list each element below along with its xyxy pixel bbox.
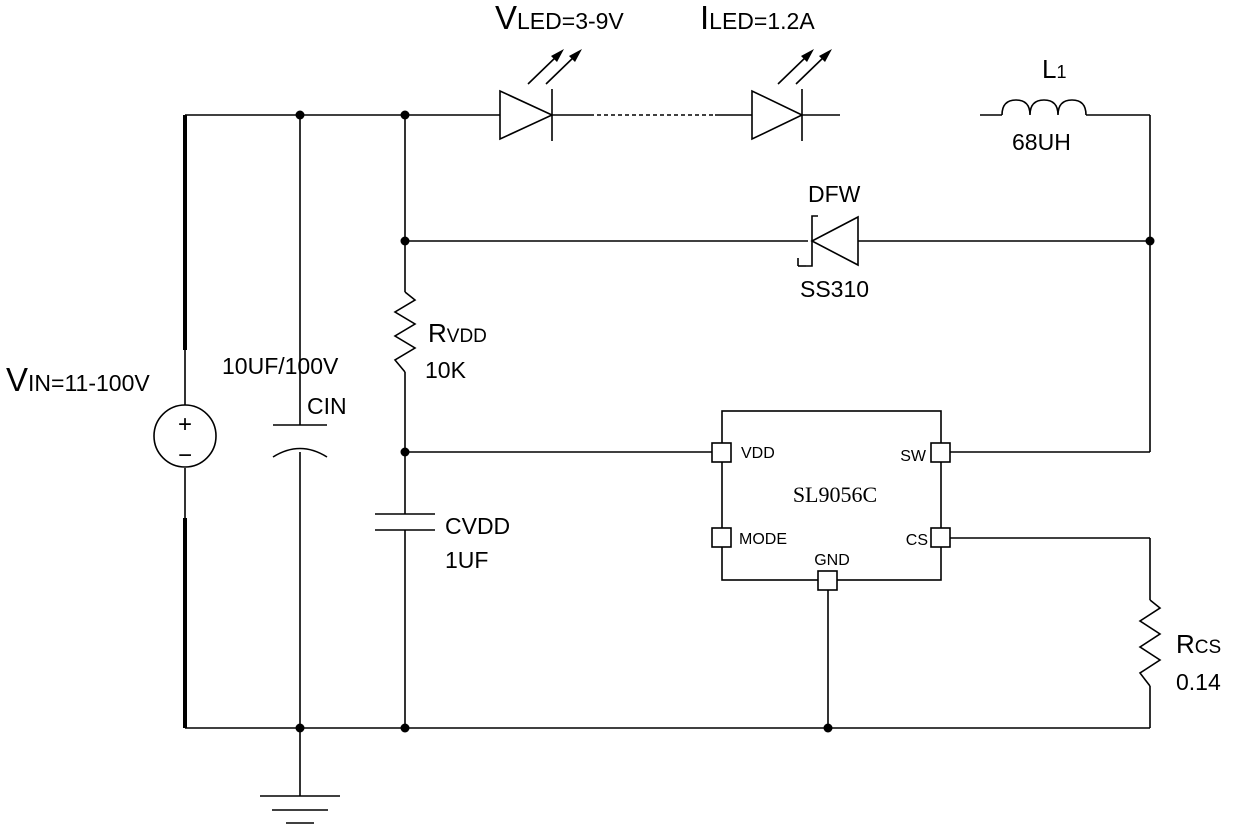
ic-pin-mode-label: MODE bbox=[739, 531, 787, 548]
inductor-value-label: 68UH bbox=[1012, 129, 1071, 155]
diode-name-label: DFW bbox=[808, 181, 861, 207]
cin-value-label: 10UF/100V bbox=[222, 353, 339, 379]
rcs-name-label: RCS bbox=[1176, 629, 1221, 659]
junction-dots bbox=[295, 110, 1155, 733]
source-plus-sign: + bbox=[178, 411, 192, 438]
ic-pin-mode bbox=[711, 527, 732, 548]
rcs-resistor-symbol bbox=[1138, 599, 1162, 687]
iled-label: ILED=1.2A bbox=[700, 0, 815, 36]
rvdd-name-label: RVDD bbox=[428, 318, 487, 348]
inductor-name-label: L1 bbox=[1042, 54, 1066, 84]
cvdd-name-label: CVDD bbox=[445, 513, 510, 539]
ic-pin-gnd-label: GND bbox=[814, 552, 850, 569]
led-2-symbol bbox=[751, 49, 832, 141]
rvdd-value-label: 10K bbox=[425, 357, 467, 383]
schottky-diode-symbol bbox=[797, 215, 859, 267]
source-minus-sign: − bbox=[178, 442, 192, 469]
inductor-symbol bbox=[1001, 99, 1087, 116]
voltage-source-symbol: + − bbox=[153, 404, 217, 469]
ground-symbol bbox=[260, 795, 340, 824]
ic-pin-vdd bbox=[711, 442, 732, 463]
cin-capacitor-symbol bbox=[272, 424, 328, 458]
ic-name-label: SL9056C bbox=[793, 482, 877, 507]
wires bbox=[183, 114, 1151, 796]
cvdd-value-label: 1UF bbox=[445, 547, 488, 573]
led-1-symbol bbox=[499, 49, 582, 141]
cvdd-capacitor-symbol bbox=[375, 513, 435, 531]
cin-name-label: CIN bbox=[307, 393, 347, 419]
vled-label: VLED=3-9V bbox=[495, 0, 624, 36]
ic-pin-cs-label: CS bbox=[906, 532, 928, 549]
rcs-value-label: 0.14 bbox=[1176, 669, 1221, 695]
ic-pin-sw-label: SW bbox=[900, 448, 927, 465]
ic-pin-cs bbox=[930, 527, 951, 548]
ic-pin-gnd bbox=[817, 570, 838, 591]
rvdd-resistor-symbol bbox=[393, 291, 417, 373]
diode-part-label: SS310 bbox=[800, 276, 869, 302]
vin-label: VIN=11-100V bbox=[6, 361, 150, 398]
ic-pin-vdd-label: VDD bbox=[741, 445, 775, 462]
ic-pin-sw bbox=[930, 442, 951, 463]
